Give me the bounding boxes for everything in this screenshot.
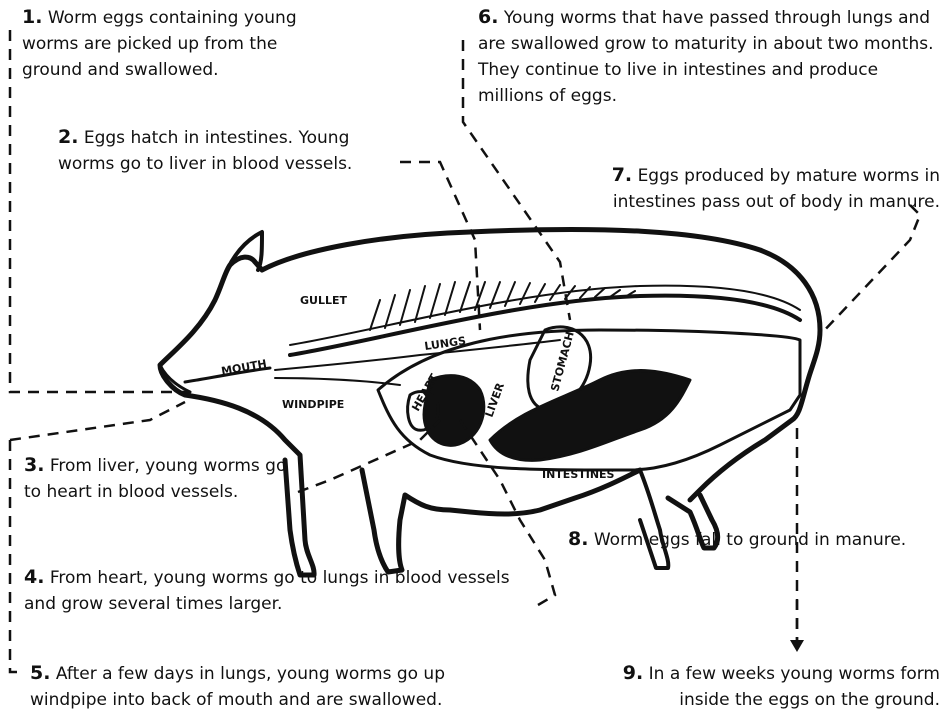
step-3-text: From liver, young worms go to heart in b…: [24, 456, 286, 502]
step-8-number: 8.: [568, 528, 588, 550]
gullet-tube: [275, 340, 560, 370]
step-3-caption: 3. From liver, young worms go to heart i…: [24, 452, 299, 505]
hind-leg: [640, 470, 668, 568]
step-1-caption: 1. Worm eggs containing young worms are …: [22, 4, 322, 83]
step-7-text: Eggs produced by mature worms in intesti…: [613, 166, 940, 212]
path-7: [820, 205, 920, 335]
step-2-caption: 2. Eggs hatch in intestines. Young worms…: [58, 124, 393, 177]
step-4-text: From heart, young worms go to lungs in b…: [24, 568, 510, 614]
step-5-caption: 5. After a few days in lungs, young worm…: [30, 660, 510, 713]
step-5-text: After a few days in lungs, young worms g…: [30, 664, 445, 710]
step-8-text: Worm eggs fall to ground in manure.: [594, 530, 906, 550]
step-7-caption: 7. Eggs produced by mature worms in inte…: [540, 162, 940, 215]
step-2-text: Eggs hatch in intestines. Young worms go…: [58, 128, 352, 174]
label-liver: LIVER: [483, 381, 508, 419]
step-9-text: In a few weeks young worms form inside t…: [649, 664, 940, 710]
step-8-caption: 8. Worm eggs fall to ground in manure.: [568, 526, 943, 553]
step-5-number: 5.: [30, 662, 50, 684]
step-3-number: 3.: [24, 454, 44, 476]
step-6-number: 6.: [478, 6, 498, 28]
step-9-number: 9.: [623, 662, 643, 684]
label-gullet: GULLET: [300, 294, 347, 307]
step-2-number: 2.: [58, 126, 78, 148]
step-6-text: Young worms that have passed through lun…: [478, 8, 934, 106]
intestine-mass: [490, 371, 690, 461]
spine-ribs: [290, 282, 800, 355]
step-1-number: 1.: [22, 6, 42, 28]
path-1: [10, 30, 190, 392]
label-stomach: STOMACH: [548, 330, 576, 393]
windpipe-tube: [275, 378, 400, 385]
step-6-caption: 6. Young worms that have passed through …: [478, 4, 943, 109]
label-intestines: INTESTINES: [542, 468, 615, 481]
path-5: [10, 402, 185, 672]
step-9-caption: 9. In a few weeks young worms form insid…: [590, 660, 940, 713]
step-1-text: Worm eggs containing young worms are pic…: [22, 8, 297, 80]
step-4-caption: 4. From heart, young worms go to lungs i…: [24, 564, 544, 617]
label-mouth: MOUTH: [220, 357, 268, 378]
arrow-head: [790, 640, 804, 652]
path-2: [400, 162, 480, 330]
label-windpipe: WINDPIPE: [282, 398, 344, 411]
step-7-number: 7.: [612, 164, 632, 186]
step-4-number: 4.: [24, 566, 44, 588]
